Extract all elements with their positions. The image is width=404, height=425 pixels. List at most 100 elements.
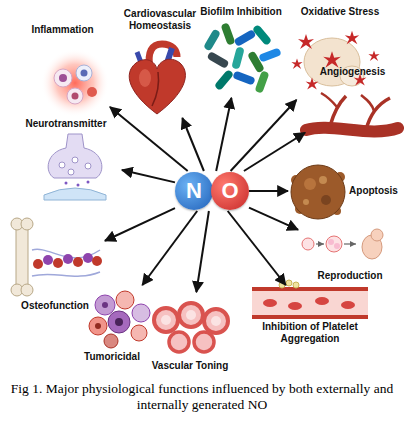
effect-arrow [231, 100, 297, 171]
bone-icon [11, 218, 102, 296]
function-label: Neurotransmitter [10, 118, 122, 130]
bone-icon-part [43, 255, 53, 265]
effect-arrow [228, 211, 286, 285]
synapse-icon-part [87, 181, 90, 184]
function-label: Vascular Toning [145, 360, 235, 372]
angiogenesis-icon [306, 93, 398, 131]
effect-arrow [110, 107, 188, 171]
function-label: Inhibition of Platelet Aggregation [248, 321, 372, 344]
vessel-tone-icon-part [154, 308, 178, 332]
effect-arrow [122, 170, 175, 182]
biofilm-icon-part [232, 70, 255, 85]
bone-icon-part [83, 253, 93, 263]
inflammation-icon-part [81, 70, 88, 77]
effect-arrow [142, 211, 197, 285]
function-node: Biofilm Inhibition [198, 6, 284, 98]
inflammation-icon-part [67, 88, 83, 104]
synapse-icon-part [85, 163, 91, 169]
function-label: Reproduction [298, 270, 402, 282]
platelet-icon-part [252, 315, 368, 319]
platelet-icon-part [252, 290, 368, 316]
reproduction-icon-part [316, 243, 324, 244]
bone-icon-part [73, 257, 83, 267]
function-node: Inhibition of Platelet Aggregation [248, 285, 372, 347]
reproduction-icon-part [371, 229, 383, 241]
bone-icon-part [92, 256, 102, 266]
oxidative-icon-part [291, 58, 302, 69]
vessel-tone-icon-part [169, 332, 189, 352]
atom-label: N [175, 172, 213, 210]
tumor-icon-part [104, 334, 118, 348]
reproduction-icon [302, 229, 383, 259]
biofilm-icon-part [203, 28, 221, 51]
biofilm-icon-part [231, 46, 244, 69]
tumor-icon-part [108, 311, 130, 333]
apoptosis-icon-part [291, 165, 345, 219]
inflammation-icon-part [72, 93, 79, 100]
synapse-icon-part [72, 157, 78, 163]
effect-arrow [105, 208, 175, 241]
angiogenesis-icon-part [361, 95, 374, 111]
tumor-icon-part [115, 318, 123, 326]
platelet-icon-part [286, 280, 292, 286]
oxidative-icon-part [306, 78, 319, 90]
effect-arrow [196, 211, 209, 292]
angiogenesis-icon-part [306, 128, 398, 132]
inflammation-icon [41, 49, 109, 117]
caption-box: Fig 1. Major physiological functions inf… [8, 381, 396, 413]
tumor-icon-part [102, 302, 108, 308]
biofilm-icon-part [258, 47, 281, 62]
synapse-icon-part [65, 182, 68, 185]
function-label: Angiogenesis [305, 66, 400, 78]
tumor-icon-part [116, 291, 134, 309]
oxidative-icon-part [323, 51, 341, 67]
inflammation-icon-part [41, 49, 109, 117]
heart-icon [129, 44, 185, 114]
biofilm-icon-part [206, 51, 229, 69]
reproduction-icon-part [326, 236, 342, 252]
oxidative-icon-part [368, 50, 379, 61]
tumor-icon-part [89, 317, 107, 335]
function-node: Angiogenesis [305, 66, 400, 140]
platelet-icon-part [315, 297, 329, 305]
synapse-icon-part [68, 169, 74, 175]
tumor-icon-part [132, 304, 150, 322]
tumor-icon-part [95, 295, 115, 315]
vessel-tone-icon-part [179, 303, 203, 327]
vessel-tone-icon [154, 303, 228, 352]
function-node: Oxidative Stress [290, 6, 390, 100]
function-node: Tumoricidal [78, 285, 146, 367]
bone-icon-part [63, 254, 73, 264]
function-node: Vascular Toning [145, 292, 235, 374]
angiogenesis-icon-part [321, 93, 337, 107]
reproduction-icon-part [302, 238, 314, 250]
inflammation-icon-part [54, 69, 72, 87]
effect-arrow [244, 133, 305, 171]
function-label: Osteofunction [5, 300, 105, 312]
vessel-tone-icon-part [204, 309, 228, 333]
function-label: Oxidative Stress [290, 6, 390, 18]
biofilm-icon-part [233, 29, 256, 47]
tumor-icon-part [95, 323, 101, 329]
platelet-icon-part [341, 301, 355, 309]
function-node: Apoptosis [288, 155, 402, 227]
function-label: Tumoricidal [78, 351, 146, 363]
heart-icon-part [129, 59, 185, 114]
oxidative-icon-part [345, 31, 359, 45]
function-label: Biofilm Inhibition [198, 6, 284, 18]
function-label: Cardiovascular Homeostasis [115, 8, 205, 31]
function-label: Apoptosis [345, 185, 402, 197]
inflammation-icon-part [59, 74, 67, 82]
platelet-icon-part [279, 282, 285, 288]
platelet-icon-part [263, 299, 277, 307]
oxidative-icon-part [298, 34, 314, 49]
function-node: Inflammation [15, 24, 110, 112]
inflammation-icon-part [87, 87, 97, 97]
platelet-icon-part [288, 302, 302, 310]
figure-caption: Fig 1. Major physiological functions inf… [8, 381, 396, 413]
bone-icon-part [21, 284, 33, 296]
bone-icon-part [53, 258, 63, 268]
synapse-icon [44, 134, 106, 200]
bone-icon-part [16, 226, 28, 288]
